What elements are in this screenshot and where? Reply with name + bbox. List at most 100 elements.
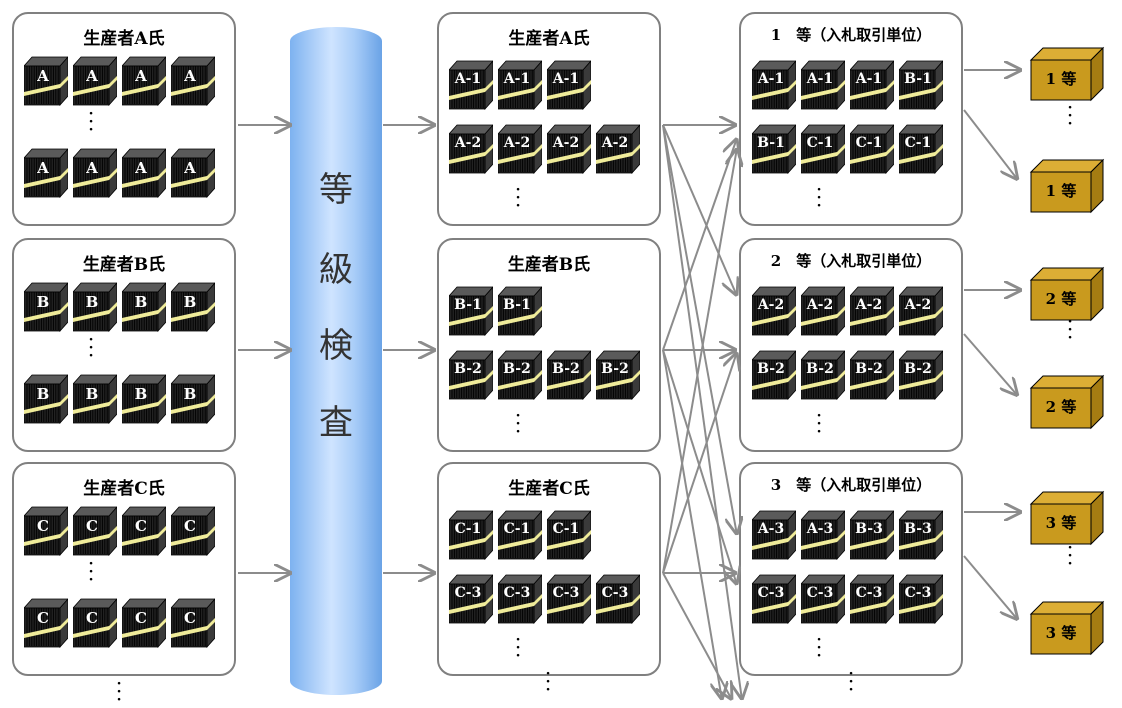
continuation-dots: ··· [816,632,822,664]
bale-icon: B [24,280,68,332]
flow-arrow [963,109,1018,180]
bale-icon: C [171,504,215,556]
bale-label: B-1 [904,71,932,87]
bale-label: B [36,293,50,311]
bale-icon: C-3 [801,572,845,624]
bale-label: A-2 [806,297,834,313]
bale-label: C [184,517,196,535]
continuation-dots: ··· [816,182,822,214]
bale-icon: B [24,372,68,424]
bale-label: B-1 [757,135,785,151]
bale-icon: B [171,280,215,332]
bale-label: C [86,517,98,535]
bale-icon: B [122,372,166,424]
bale-icon: A-1 [752,58,796,110]
bale-label: C-3 [904,585,932,601]
continuation-dots: ··· [88,332,94,364]
producer-title: 生産者B氏 [82,255,166,275]
flow-arrow [662,349,722,700]
flow-arrow [662,148,737,574]
bale-icon: A-2 [449,122,493,174]
bale-label: B-2 [552,361,580,377]
flow-arrow [662,124,742,700]
bale-label: A [86,67,98,85]
producer-title: 生産者A氏 [83,29,165,49]
flow-arrow [662,124,737,535]
bale-label: C-3 [552,585,580,601]
continuation-dots: ··· [816,408,822,440]
bale-label: A-2 [503,135,531,151]
sorted-panel-b: 生産者B氏 [437,238,661,452]
bale-label: A [184,67,196,85]
bale-label: B-3 [855,521,883,537]
bale-label: B-2 [806,361,834,377]
bale-label: A-2 [552,135,580,151]
bale-label: C-3 [454,585,482,601]
grade-box-icon: 1 等 [1029,158,1105,214]
continuation-dots: ··· [545,666,551,698]
grade-box-label: 1 等 [1045,70,1077,88]
bale-label: A-1 [806,71,834,87]
bale-label: A [184,159,196,177]
bale-label: B-2 [601,361,629,377]
bale-label: C-3 [757,585,785,601]
continuation-dots: ··· [1067,540,1073,572]
bale-label: B-2 [757,361,785,377]
bale-icon: C-1 [850,122,894,174]
bale-icon: B-2 [752,348,796,400]
bale-icon: B-1 [449,284,493,336]
pillar-char: 等 [319,170,353,210]
bale-label: B [134,385,148,403]
bale-icon: B-1 [752,122,796,174]
bale-icon: B-2 [547,348,591,400]
bale-icon: C [24,504,68,556]
grade-box-icon: 3 等 [1029,490,1105,546]
flow-arrow [963,555,1018,620]
bale-icon: B [171,372,215,424]
bale-label: A [37,67,49,85]
bale-icon: A [24,146,68,198]
bale-label: B [183,293,197,311]
continuation-dots: ··· [1067,100,1073,132]
grading-inspection-pillar [290,27,382,695]
bale-icon: A-2 [547,122,591,174]
bale-label: C [86,609,98,627]
bale-label: A-2 [904,297,932,313]
grade-box-icon: 1 等 [1029,46,1105,102]
bale-label: C-1 [503,521,531,537]
grade-panel-2: 2 等（入札取引単位） [739,238,963,452]
pillar-char: 検 [319,326,353,366]
bale-icon: B-2 [899,348,943,400]
bale-icon: A-1 [801,58,845,110]
flow-arrow [662,124,737,296]
grade-title: 1 等（入札取引単位） [770,26,932,44]
bale-icon: A [73,54,117,106]
bale-icon: B-3 [850,508,894,560]
bale-icon: A-2 [801,284,845,336]
producer-title: 生産者C氏 [83,479,165,499]
bale-icon: A [73,146,117,198]
bale-label: C-3 [855,585,883,601]
bale-icon: B [73,280,117,332]
bale-icon: C [122,504,166,556]
continuation-dots: ··· [515,408,521,440]
bale-label: B-2 [855,361,883,377]
bale-label: C-1 [454,521,482,537]
bale-label: B [134,293,148,311]
bale-label: A-2 [601,135,629,151]
pillar-char: 級 [319,250,353,290]
bale-icon: C [73,596,117,648]
bale-icon: A-2 [850,284,894,336]
bale-icon: B-3 [899,508,943,560]
bale-icon: A [122,146,166,198]
flow-arrow [662,572,732,700]
bale-label: A-3 [757,521,785,537]
bale-icon: B [122,280,166,332]
bale-icon: A [171,54,215,106]
bale-label: B [36,385,50,403]
bale-icon: C-1 [498,508,542,560]
bale-icon: A [122,54,166,106]
bale-icon: A [24,54,68,106]
bale-icon: A-2 [498,122,542,174]
bale-label: B-1 [454,297,482,313]
